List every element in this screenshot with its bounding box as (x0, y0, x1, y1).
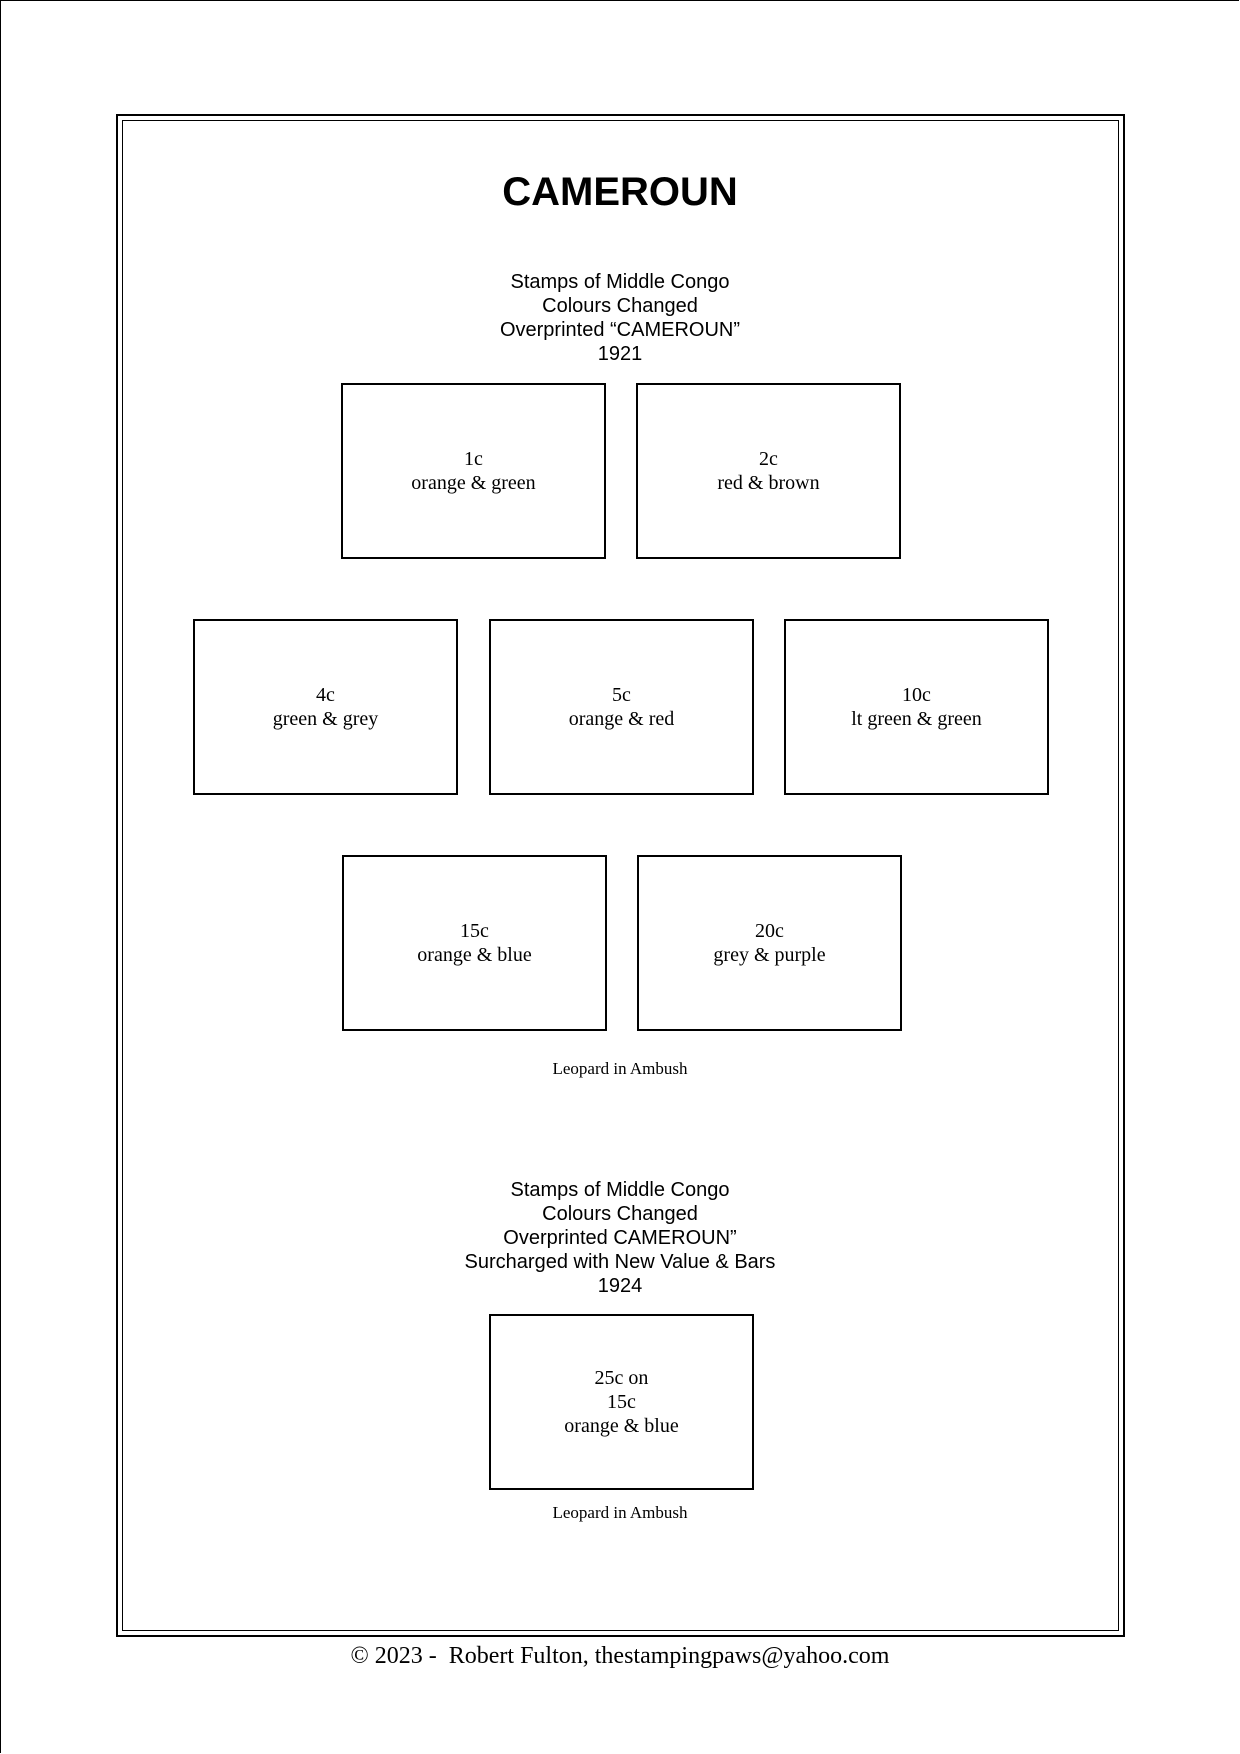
heading-line: Stamps of Middle Congo (510, 271, 730, 293)
stamp-value: 15c (607, 1391, 636, 1413)
stamp-value: 2c (759, 448, 778, 470)
heading-line: Overprinted CAMEROUN” (503, 1227, 737, 1249)
heading-line: 1921 (597, 343, 643, 365)
stamp-space-15c: 15c orange & blue (342, 855, 607, 1031)
stamp-value: 4c (316, 684, 335, 706)
stamp-value: 1c (464, 448, 483, 470)
stamp-colour: orange & blue (564, 1415, 679, 1437)
stamp-space-2c: 2c red & brown (636, 383, 901, 559)
heading-line: 1924 (597, 1275, 643, 1297)
heading-line: Stamps of Middle Congo (510, 1179, 730, 1201)
stamp-space-5c: 5c orange & red (489, 619, 754, 795)
section-1921-heading: Stamps of Middle Congo Colours Changed O… (0, 270, 1240, 366)
stamp-colour: orange & green (411, 472, 536, 494)
page-border-outer (116, 114, 1125, 1637)
stamp-value: 25c on (594, 1367, 649, 1389)
section-1921-caption: Leopard in Ambush (552, 1059, 688, 1078)
stamp-space-10c: 10c lt green & green (784, 619, 1049, 795)
stamp-space-1c: 1c orange & green (341, 383, 606, 559)
stamp-value: 15c (460, 920, 489, 942)
stamp-colour: orange & red (568, 708, 675, 730)
section-1924-caption: Leopard in Ambush (552, 1503, 688, 1522)
stamp-value: 5c (612, 684, 631, 706)
heading-line: Colours Changed (542, 1203, 698, 1225)
stamp-space-25c-on-15c: 25c on 15c orange & blue (489, 1314, 754, 1490)
stamp-value: 20c (755, 920, 784, 942)
stamp-space-4c: 4c green & grey (193, 619, 458, 795)
stamp-value: 10c (902, 684, 931, 706)
stamp-colour: lt green & green (851, 708, 982, 730)
page-title: CAMEROUN (502, 170, 738, 214)
page-border-inner (122, 120, 1119, 1631)
stamp-colour: green & grey (272, 708, 379, 730)
heading-line: Colours Changed (542, 295, 698, 317)
copyright-footer: © 2023 - Robert Fulton, thestampingpaws@… (350, 1643, 890, 1669)
stamp-colour: grey & purple (713, 944, 826, 966)
heading-line: Overprinted “CAMEROUN” (499, 319, 741, 341)
stamp-colour: orange & blue (417, 944, 532, 966)
heading-line: Surcharged with New Value & Bars (464, 1251, 776, 1273)
section-1924-heading: Stamps of Middle Congo Colours Changed O… (0, 1178, 1240, 1298)
stamp-colour: red & brown (717, 472, 820, 494)
stamp-space-20c: 20c grey & purple (637, 855, 902, 1031)
